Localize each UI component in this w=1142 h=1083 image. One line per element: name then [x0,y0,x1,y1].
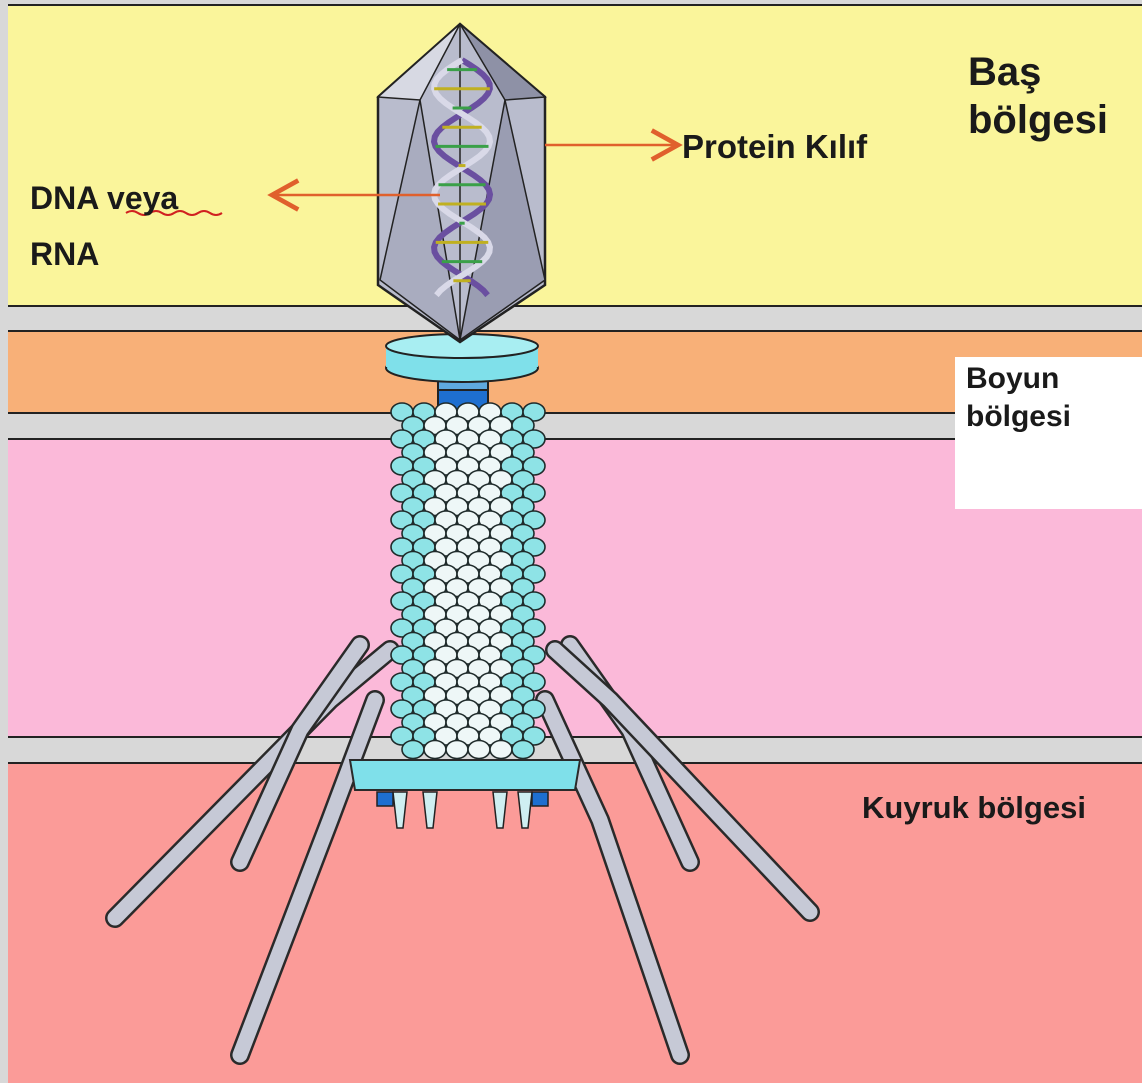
head-region-label: Baş bölgesi [968,48,1108,144]
sheath-bead [446,741,468,759]
protein-coat-label: Protein Kılıf [682,128,867,166]
base-plate-pin [532,792,548,806]
tail-spike [493,792,507,828]
tail-fiber [240,700,375,1055]
genome-label-line1: DNA veya [30,180,178,217]
tail-fiber [555,650,810,912]
base-plate-pin [377,792,393,806]
tail-spike [423,792,437,828]
sheath-bead [424,741,446,759]
sheath-bead [468,741,490,759]
sheath-bead [402,741,424,759]
neck-region-label: Boyun bölgesi [966,360,1071,436]
sheath-bead [490,741,512,759]
tail-region-label: Kuyruk bölgesi [862,790,1086,826]
genome-label-line2: RNA [30,236,99,273]
sheath-bead [512,741,534,759]
base-plate [350,760,580,790]
tail-spike [518,792,532,828]
tail-spike [393,792,407,828]
